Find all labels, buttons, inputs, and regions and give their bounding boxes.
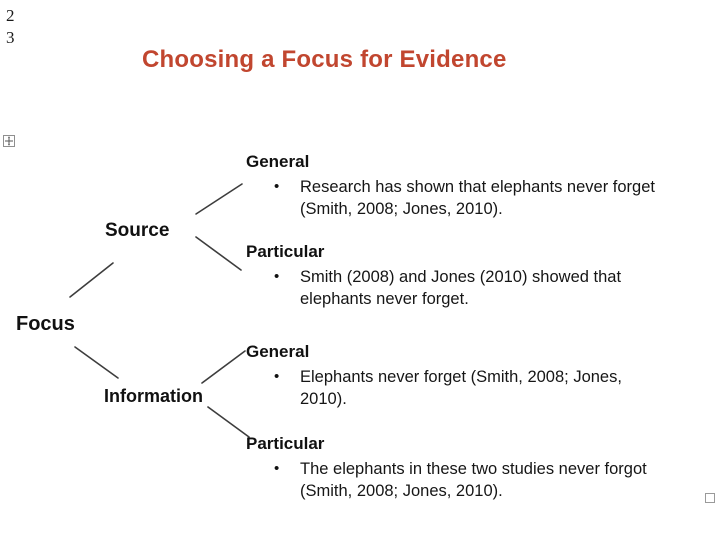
bullet-item: • Smith (2008) and Jones (2010) showed t… xyxy=(246,266,672,310)
bullet-text: Elephants never forget (Smith, 2008; Jon… xyxy=(300,368,622,408)
bullet-item: • The elephants in these two studies nev… xyxy=(246,458,700,502)
bullet-icon: • xyxy=(274,460,280,477)
evidence-block-source-particular: Particular • Smith (2008) and Jones (201… xyxy=(246,241,672,310)
block-heading: General xyxy=(246,152,310,171)
connector-source-particular xyxy=(195,236,242,271)
block-heading: Particular xyxy=(246,242,325,261)
connector-information-general xyxy=(201,350,246,384)
diagram-node-focus: Focus xyxy=(16,313,75,335)
bullet-item: • Research has shown that elephants neve… xyxy=(246,176,658,220)
diagram-node-information: Information xyxy=(104,386,203,406)
page-number-2: 2 xyxy=(6,6,15,25)
block-heading: Particular xyxy=(246,434,325,453)
evidence-block-source-general: General • Research has shown that elepha… xyxy=(246,151,658,220)
slide-title: Choosing a Focus for Evidence xyxy=(142,46,507,73)
connector-focus-source xyxy=(69,262,114,298)
resize-handle[interactable] xyxy=(705,493,715,503)
connector-focus-information xyxy=(74,346,119,379)
connector-information-particular xyxy=(207,406,250,438)
block-heading: General xyxy=(246,342,310,361)
bullet-text: Research has shown that elephants never … xyxy=(300,178,655,218)
bullet-item: • Elephants never forget (Smith, 2008; J… xyxy=(246,366,666,410)
connector-source-general xyxy=(195,183,243,215)
diagram-node-source: Source xyxy=(105,220,170,241)
bullet-text: Smith (2008) and Jones (2010) showed tha… xyxy=(300,268,622,308)
evidence-block-information-general: General • Elephants never forget (Smith,… xyxy=(246,341,666,410)
bullet-icon: • xyxy=(274,268,280,285)
bullet-icon: • xyxy=(274,178,280,195)
bullet-text: The elephants in these two studies never… xyxy=(300,460,647,500)
evidence-block-information-particular: Particular • The elephants in these two … xyxy=(246,433,700,502)
anchor-move-icon[interactable] xyxy=(2,134,16,148)
page-number-3: 3 xyxy=(6,28,15,47)
bullet-icon: • xyxy=(274,368,280,385)
